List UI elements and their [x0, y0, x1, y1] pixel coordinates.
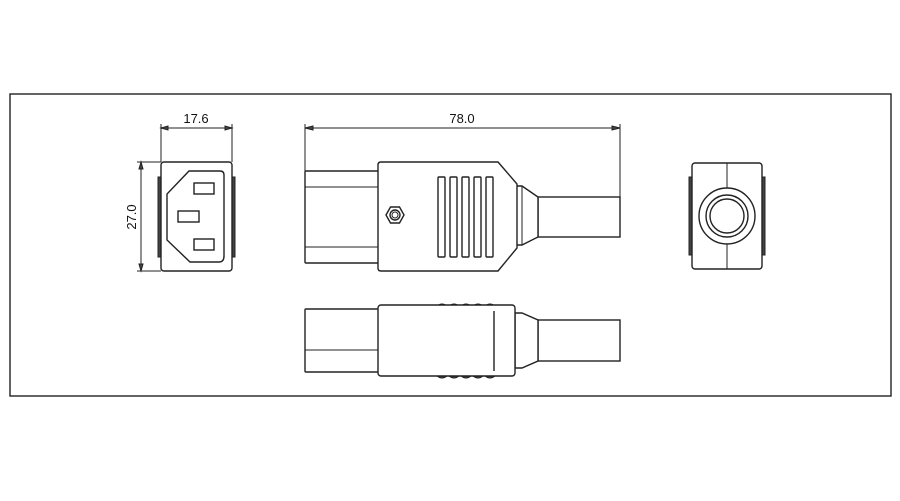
cable-entry-outer	[698, 187, 756, 245]
dimension-height-label: 27.0	[124, 204, 139, 229]
cable	[537, 196, 621, 238]
pin-slot-earth	[177, 210, 200, 223]
screw-nut	[385, 206, 405, 224]
pin-slot-bottom	[193, 238, 215, 251]
cable-entry-inner	[709, 198, 745, 234]
drawing-frame	[9, 93, 892, 397]
dimension-width-label: 17.6	[183, 111, 208, 126]
front-view: 17.6 27.0	[124, 111, 236, 273]
end-view	[688, 162, 766, 270]
connector-body	[377, 161, 518, 272]
pin-slot-top	[193, 182, 215, 195]
top-view	[304, 303, 621, 379]
strain-relief	[514, 185, 539, 246]
front-body	[160, 161, 233, 272]
grip-slots	[437, 176, 494, 258]
connector-nose	[304, 170, 381, 264]
side-view: 78.0	[304, 111, 621, 272]
c13-socket-outline	[166, 170, 225, 263]
dimension-length-label: 78.0	[449, 111, 474, 126]
